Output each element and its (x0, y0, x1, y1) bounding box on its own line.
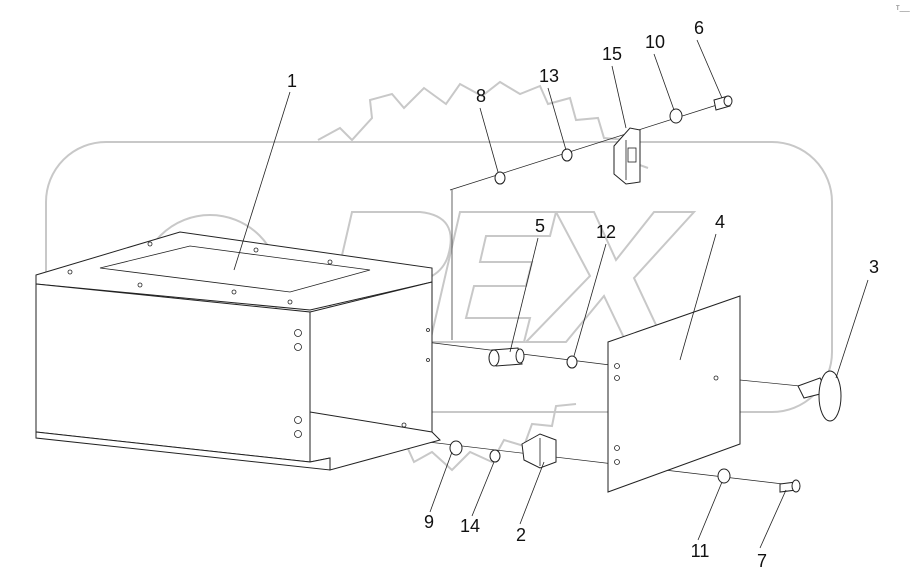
callout-6: 6 (694, 18, 704, 38)
corner-mark: T___ (896, 6, 910, 12)
callout-13: 13 (539, 66, 559, 86)
callout-12: 12 (596, 222, 616, 242)
callout-3: 3 (869, 257, 879, 277)
washer-10 (669, 108, 683, 124)
callout-11: 11 (691, 541, 710, 561)
callout-7: 7 (757, 551, 767, 571)
callout-14: 14 (460, 516, 480, 536)
leader-lines (233, 39, 869, 549)
callout-1: 1 (287, 71, 297, 91)
callout-8: 8 (476, 86, 486, 106)
nut-8 (494, 171, 506, 185)
callout-4: 4 (715, 212, 725, 232)
washer-11 (717, 468, 731, 484)
housing-bracket (35, 231, 441, 471)
callout-5: 5 (535, 216, 545, 236)
callout-15: 15 (602, 44, 622, 64)
hinge-lower (521, 433, 557, 469)
washer-13 (561, 148, 573, 162)
screw-lower (779, 479, 801, 493)
callout-2: 2 (516, 525, 526, 545)
bolt-upper (713, 95, 733, 111)
fasteners (449, 108, 731, 484)
bushing-9 (449, 440, 463, 456)
knob (797, 370, 842, 422)
callout-10: 10 (645, 32, 665, 52)
watermark-gear (317, 80, 649, 169)
washer-14 (489, 449, 501, 463)
bushing (488, 347, 525, 367)
callout-9: 9 (424, 512, 434, 532)
washer-12 (566, 355, 578, 369)
door-panel (607, 295, 741, 493)
hinge-upper (613, 127, 641, 185)
